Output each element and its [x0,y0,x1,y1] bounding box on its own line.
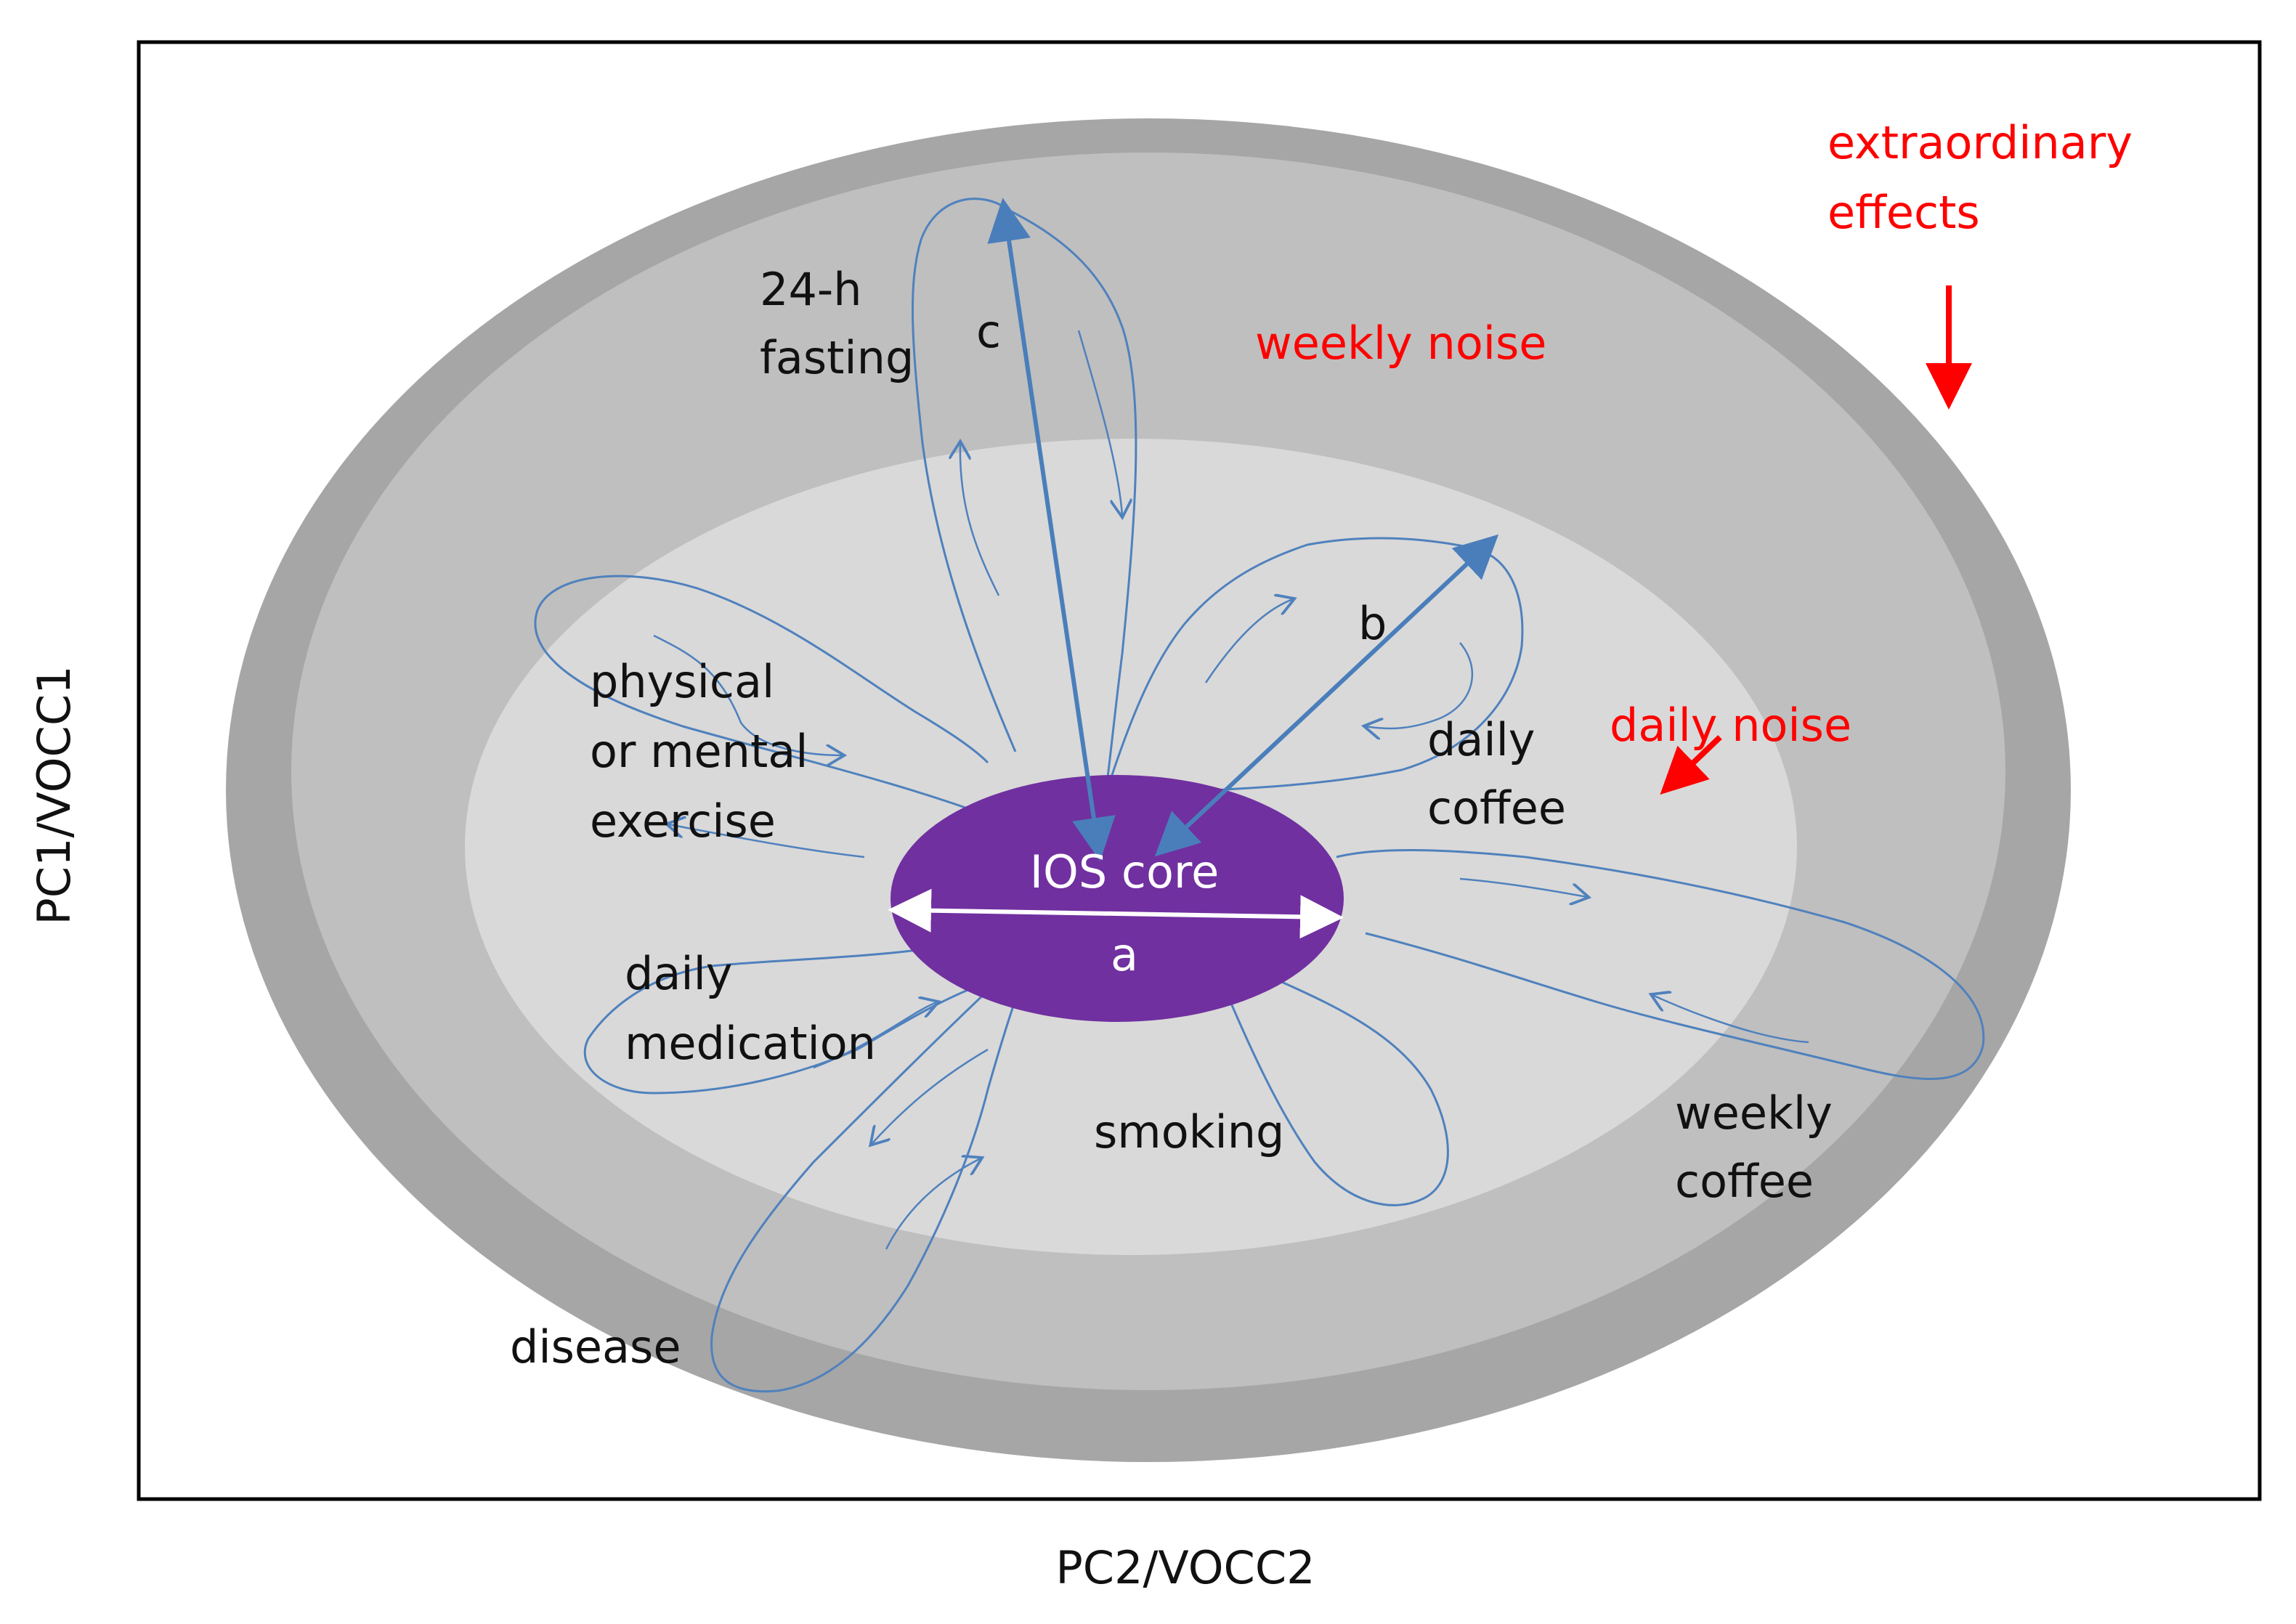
extraordinary-effects-label-line2: effects [1828,186,1980,239]
ios-core-ellipse [891,775,1344,1022]
extraordinary-effects-label: extraordinary [1828,116,2133,169]
weekly-coffee-label: weekly coffee [1675,1087,1847,1208]
petal-weekly-coffee [1336,849,1985,1080]
ios-core-label: IOS core [1030,845,1219,898]
x-axis-label: PC2/VOCC2 [1055,1541,1315,1594]
daily-noise-label: daily noise [1610,699,1851,752]
y-axis-label: PC1/VOCC1 [28,665,81,925]
exercise-label: physical or mental exercise [590,655,822,848]
petal-medication [583,943,974,1095]
smoking-label: smoking [1094,1105,1284,1158]
dimension-a-label: a [1111,928,1138,981]
fasting-label: 24-h fasting [760,263,914,384]
dimension-b-label: b [1358,597,1387,650]
petal-exercise [534,575,1002,858]
petal-smoking [1226,979,1449,1206]
dimension-c-label: c [976,305,1001,358]
dimension-b-arrow [1154,534,1499,857]
weekly-noise-label: weekly noise [1255,317,1546,370]
medication-label: daily medication [625,947,876,1070]
dimension-c-arrow [987,198,1116,861]
daily-noise-arrow [1660,735,1722,795]
disease-label: disease [510,1320,681,1373]
dimension-a-arrow [888,888,1344,939]
daily-coffee-label: daily coffee [1427,713,1566,835]
petal-disease [710,975,1018,1393]
